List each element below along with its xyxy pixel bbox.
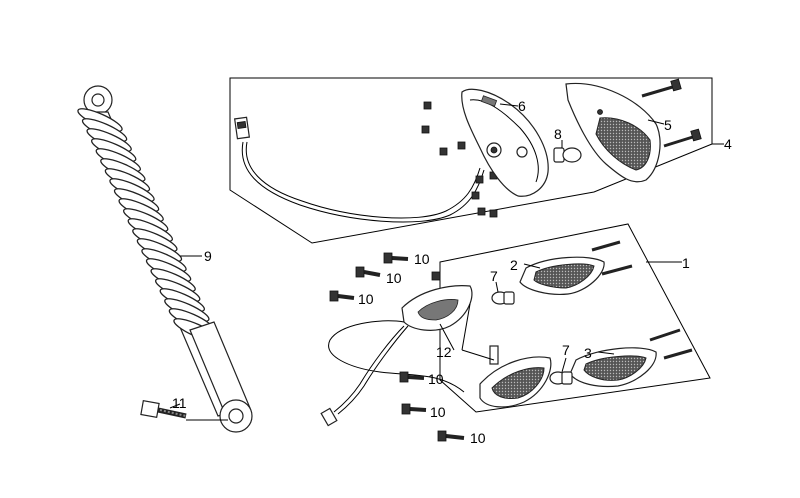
tail-light-lens	[565, 82, 661, 183]
bolt-10-c	[329, 290, 355, 302]
callout-labels: 1 2 3 4 5 6 7 7 8 9 10 10 10 10 10 10 11…	[172, 98, 732, 446]
upper-wire-harness	[233, 116, 485, 223]
shock-mount-bolt	[140, 400, 187, 419]
leader-lines	[169, 103, 724, 421]
bolt-10-b	[355, 266, 381, 278]
callout-7-upper: 7	[490, 268, 498, 284]
callout-3: 3	[584, 345, 592, 361]
bolt-10-d	[399, 371, 425, 383]
rear-shock-absorber	[77, 85, 253, 433]
callout-10-e: 10	[430, 404, 446, 420]
turn-signal-lens-lower	[569, 347, 657, 388]
bulb-lower-1	[491, 291, 515, 305]
callout-10-d: 10	[428, 371, 444, 387]
turn-signal-lens-upper	[519, 256, 605, 295]
bulb-lower-2	[549, 371, 573, 385]
callout-5: 5	[664, 117, 672, 133]
callout-7-lower: 7	[562, 342, 570, 358]
callout-10-b: 10	[386, 270, 402, 286]
callout-8: 8	[554, 126, 562, 142]
callout-10-a: 10	[414, 251, 430, 267]
shock-spring	[77, 108, 219, 342]
tail-light-housing	[461, 88, 549, 197]
callout-6: 6	[518, 98, 526, 114]
callout-1: 1	[682, 255, 690, 271]
upper-screws	[641, 78, 702, 148]
callout-10-f: 10	[470, 430, 486, 446]
callout-12: 12	[436, 344, 452, 360]
turn-signal-housing-upper	[401, 271, 473, 331]
bolt-10-e	[401, 403, 427, 415]
upper-assembly-frame	[229, 77, 713, 244]
lower-wire-harness	[320, 320, 465, 427]
callout-4: 4	[724, 136, 732, 152]
lower-assembly-frame	[439, 223, 711, 413]
lower-screws	[591, 240, 693, 360]
callout-11: 11	[172, 395, 187, 411]
callout-10-c: 10	[358, 291, 374, 307]
bolt-10-a	[383, 252, 409, 264]
turn-signal-housing-lower	[479, 345, 552, 408]
bulb-upper	[553, 147, 582, 163]
callout-9: 9	[204, 248, 212, 264]
bolt-10-f	[437, 430, 465, 442]
callout-2: 2	[510, 257, 518, 273]
